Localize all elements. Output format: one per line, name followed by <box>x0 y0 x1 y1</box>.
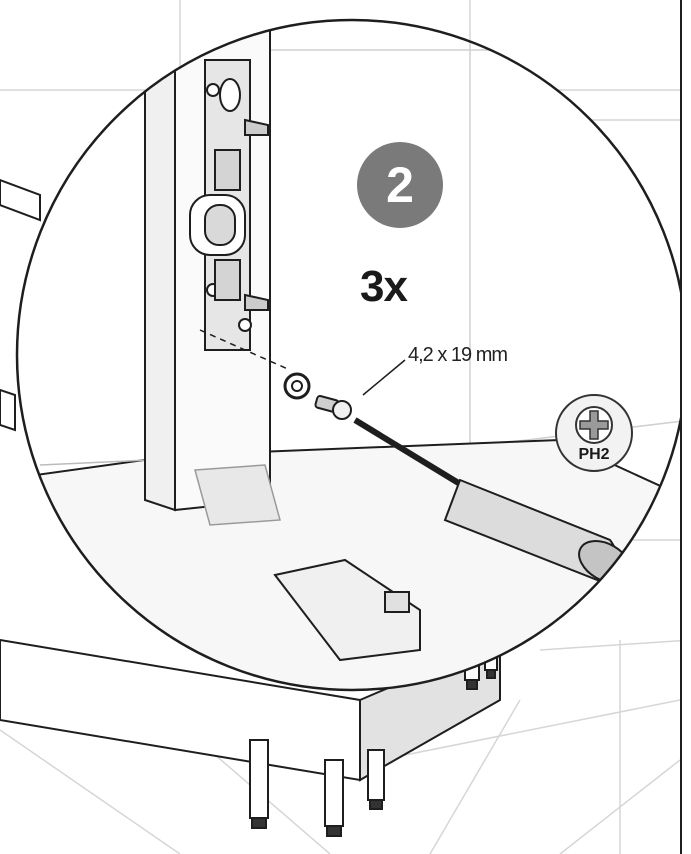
screw-icon <box>314 395 352 420</box>
bit-size-label: PH2 <box>578 446 610 463</box>
quantity-label: 3x <box>360 262 408 311</box>
phillips-plus-icon <box>575 406 613 444</box>
screwdriver-bit-badge: PH2 <box>555 394 633 472</box>
step-number-badge: 2 <box>357 142 443 228</box>
screw-size-label: 4,2 x 19 mm <box>408 344 508 366</box>
page-edge-rule <box>680 0 691 854</box>
